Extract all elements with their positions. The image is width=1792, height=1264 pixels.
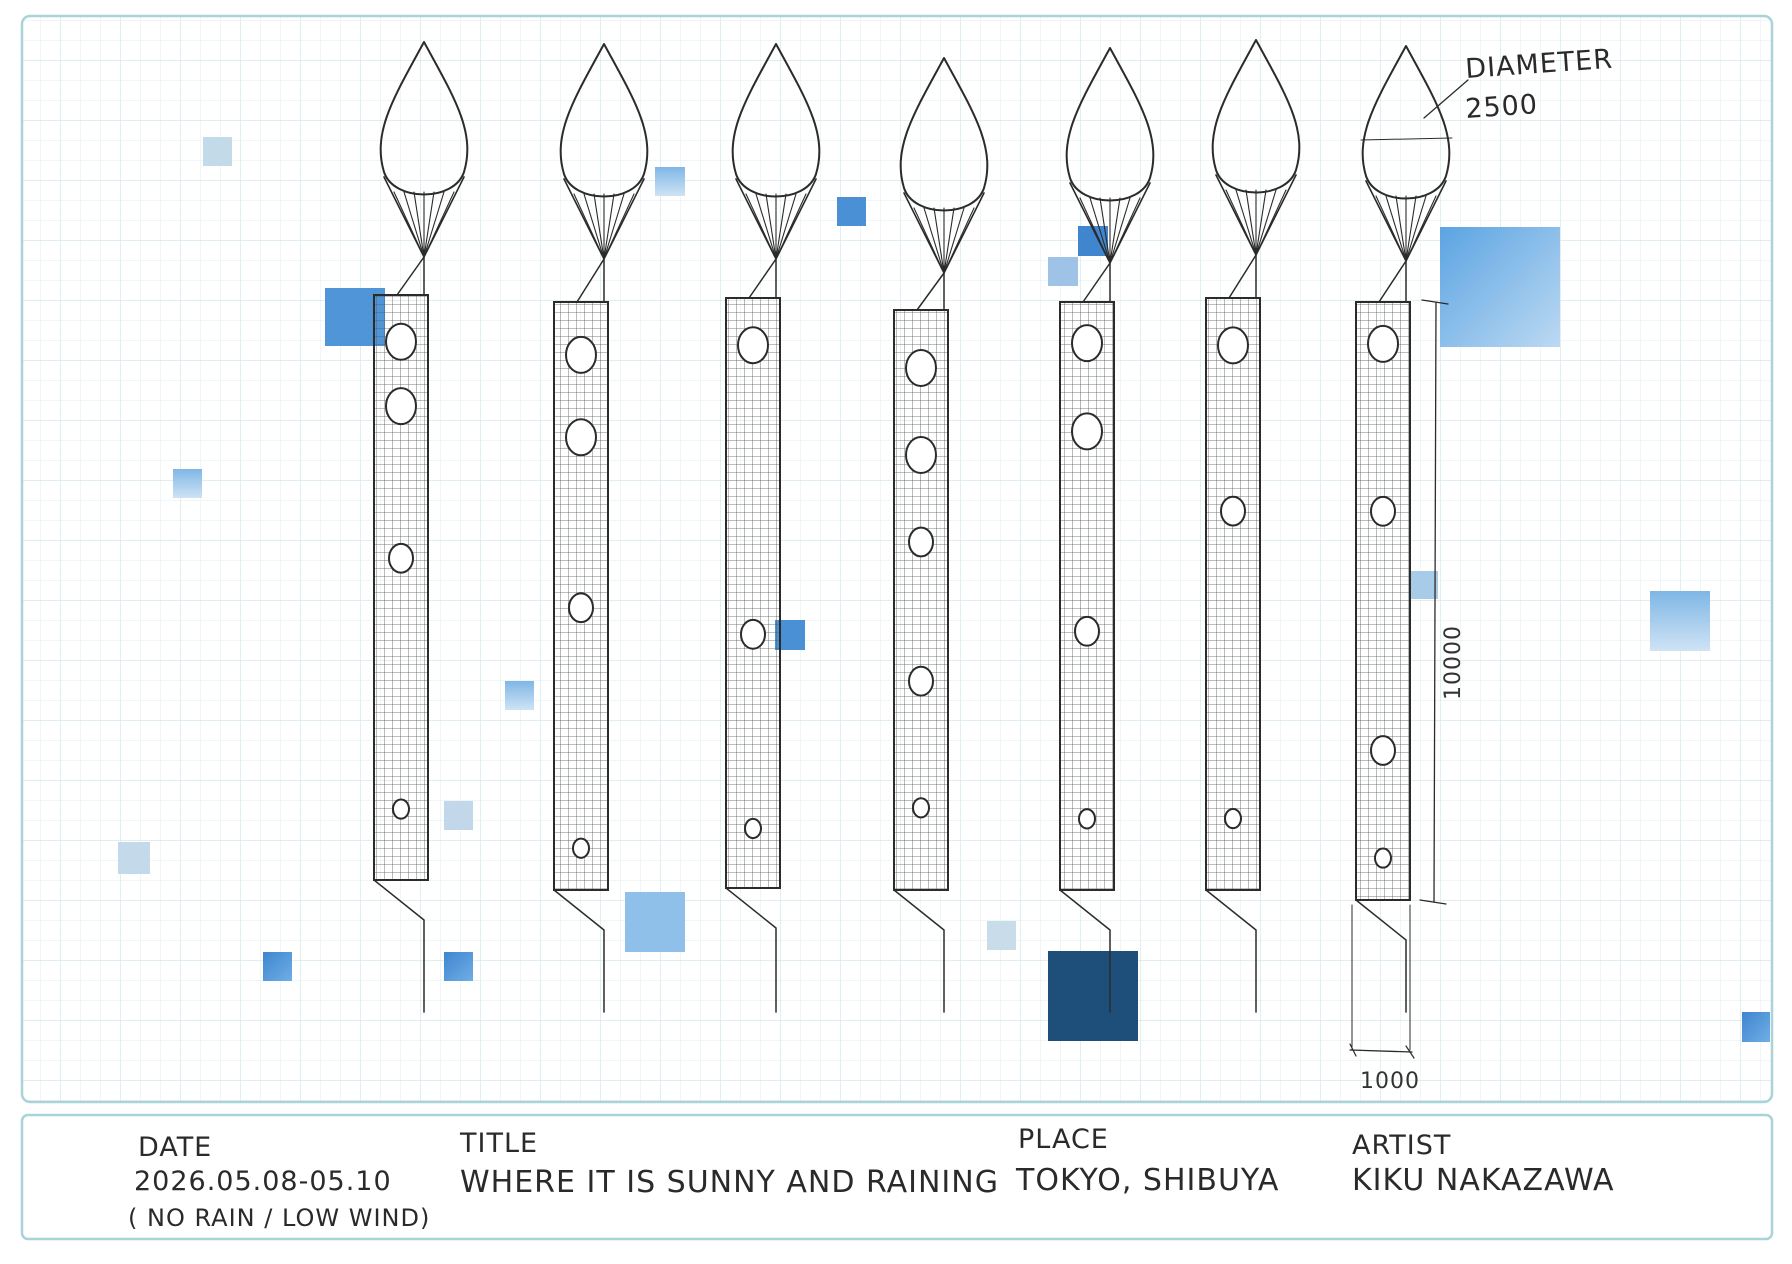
mesh-hole	[385, 387, 417, 426]
rigging-line	[603, 193, 625, 260]
width-value: 1000	[1360, 1069, 1420, 1094]
rigging-line	[1385, 195, 1407, 262]
mesh-body	[1059, 301, 1115, 891]
tether-top	[396, 256, 425, 296]
balloon-3	[725, 43, 821, 1013]
balloon-4	[893, 57, 989, 1013]
rigging-line	[1109, 197, 1131, 264]
title-value: WHERE IT IS SUNNY AND RAINING	[460, 1165, 999, 1200]
mesh-hole	[744, 817, 762, 840]
rigging-line	[423, 191, 435, 258]
mesh-hole	[1370, 735, 1396, 766]
rigging-line	[1235, 189, 1257, 256]
mesh-body	[1205, 297, 1261, 891]
mesh-hole	[1217, 326, 1249, 365]
rigging-line	[755, 193, 777, 260]
info-panel-frame	[20, 1113, 1774, 1241]
mesh-hole	[1220, 495, 1246, 527]
mesh-hole	[1071, 324, 1103, 363]
mesh-hole	[908, 526, 934, 558]
mesh-hole	[1374, 847, 1392, 869]
rigging-line	[1109, 197, 1121, 264]
rigging-line	[923, 207, 945, 274]
rigging-line	[775, 193, 787, 260]
date-label: DATE	[138, 1132, 212, 1163]
diameter-value: 2500	[1464, 89, 1539, 125]
tether-bottom	[1205, 889, 1257, 1013]
info-panel: DATE 2026.05.08-05.10 ( NO RAIN / LOW WI…	[20, 1113, 1774, 1241]
tether-bottom	[373, 879, 425, 1013]
tether-bottom	[893, 889, 945, 1013]
mesh-hole	[908, 665, 934, 697]
tether-bottom	[1355, 899, 1407, 1013]
mesh-hole	[1071, 412, 1103, 451]
date-note: ( NO RAIN / LOW WIND)	[128, 1204, 430, 1232]
tether-top	[1228, 254, 1257, 299]
tether-top	[748, 258, 777, 299]
artist-label: ARTIST	[1352, 1130, 1451, 1161]
rigging-line	[1405, 195, 1427, 262]
mesh-hole	[1224, 807, 1242, 830]
tether-top	[576, 258, 605, 303]
rigging-line	[1395, 195, 1407, 262]
rigging-line	[1255, 189, 1267, 256]
mesh-hole	[905, 349, 937, 387]
mesh-hole	[1074, 615, 1100, 647]
mesh-hole	[1078, 808, 1096, 830]
height-value: 10000	[1441, 625, 1466, 700]
mesh-hole	[737, 326, 769, 365]
mesh-body	[373, 294, 429, 881]
place-label: PLACE	[1018, 1124, 1109, 1155]
mesh-hole	[912, 797, 930, 819]
artist-value: KIKU NAKAZAWA	[1352, 1163, 1615, 1198]
mesh-hole	[1370, 495, 1396, 527]
tether-top	[1378, 260, 1407, 303]
rigging-line	[1245, 189, 1257, 256]
balloon-5	[1059, 47, 1155, 1013]
rigging-line	[413, 191, 425, 258]
balloon-6	[1205, 39, 1301, 1013]
mesh-hole	[392, 798, 410, 820]
mesh-hole	[572, 837, 590, 859]
rigging-line	[1405, 195, 1417, 262]
mesh-hole	[565, 418, 597, 457]
tether-bottom	[553, 889, 605, 1013]
mesh-body	[1355, 301, 1411, 901]
rigging-line	[603, 193, 615, 260]
tether-top	[916, 272, 945, 311]
rigging-line	[1255, 189, 1277, 256]
mesh-hole	[740, 618, 766, 650]
mesh-hole	[565, 335, 597, 374]
date-value: 2026.05.08-05.10	[134, 1166, 392, 1197]
rigging-line	[775, 193, 797, 260]
tether-bottom	[725, 887, 777, 1013]
mesh-hole	[388, 542, 414, 574]
rigging-line	[403, 191, 425, 258]
tether-bottom	[1059, 889, 1111, 1013]
balloon-7	[1355, 45, 1451, 1013]
balloon-sketches	[373, 39, 1451, 1013]
mesh-hole	[1367, 324, 1399, 363]
rigging-line	[1089, 197, 1111, 264]
rigging-line	[765, 193, 777, 260]
rigging-line	[1099, 197, 1111, 264]
mesh-body	[725, 297, 781, 889]
rigging-line	[943, 207, 955, 274]
rigging-line	[933, 207, 945, 274]
title-label: TITLE	[459, 1128, 538, 1159]
balloon-1	[373, 41, 469, 1013]
tether-top	[1082, 262, 1111, 303]
mesh-hole	[568, 592, 594, 624]
place-value: TOKYO, SHIBUYA	[1015, 1163, 1279, 1198]
balloon-2	[553, 43, 649, 1013]
rigging-line	[423, 191, 445, 258]
rigging-line	[583, 193, 605, 260]
mesh-body	[893, 309, 949, 891]
rigging-line	[593, 193, 605, 260]
mesh-hole	[905, 436, 937, 474]
mesh-hole	[385, 322, 417, 361]
rigging-line	[943, 207, 965, 274]
